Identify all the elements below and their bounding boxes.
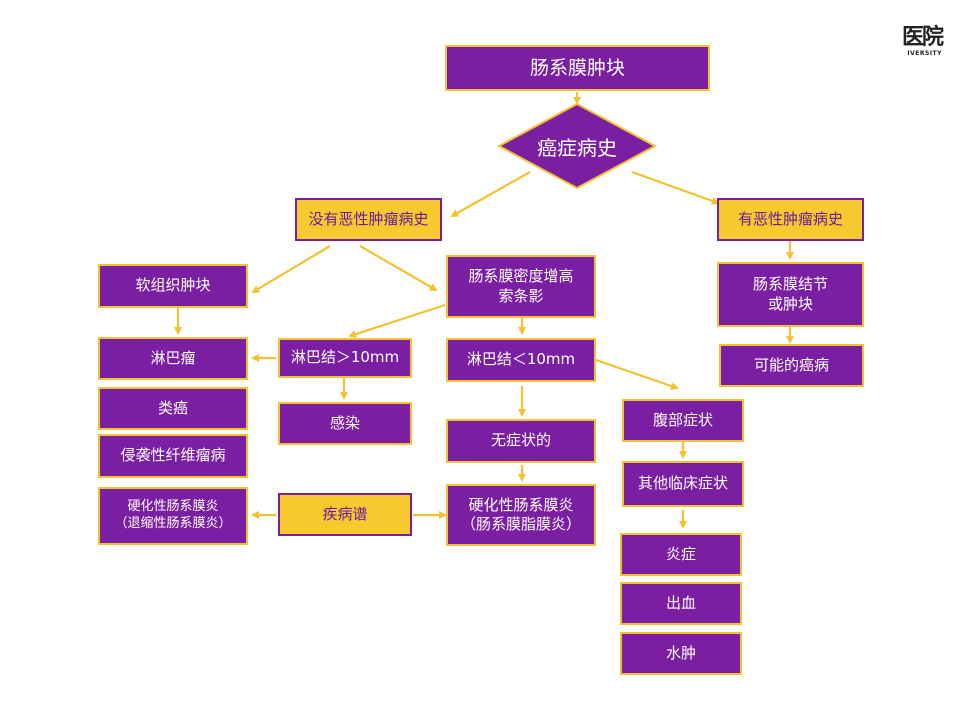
fibromatosis-box: 侵袭性纤维瘤病: [98, 434, 248, 478]
other-clinical-box: 其他临床症状: [622, 461, 744, 507]
logo-mark: 医院: [901, 24, 944, 50]
soft-tissue-box: 软组织肿块: [98, 264, 248, 308]
abdominal-symptoms-box: 腹部症状: [622, 399, 744, 442]
node-gt10-box: 淋巴结＞10mm: [278, 338, 412, 378]
asymptomatic-box: 无症状的: [446, 419, 596, 463]
sclerosing-panniculitis-box: 硬化性肠系膜炎 （肠系膜脂膜炎）: [446, 484, 596, 546]
decision-diamond: [496, 102, 658, 190]
nodule-box: 肠系膜结节 或肿块: [717, 262, 864, 327]
spectrum-box: 疾病谱: [278, 493, 412, 536]
logo-subtext: IVERSITY: [907, 50, 942, 57]
carcinoid-box: 类癌: [98, 387, 248, 430]
sclerosing-retractile-box: 硬化性肠系膜炎 （退缩性肠系膜炎）: [98, 487, 248, 545]
possible-cancer-box: 可能的癌病: [719, 344, 864, 387]
has-history-box: 有恶性肿瘤病史: [717, 198, 864, 241]
university-logo: 医院 IVERSITY: [872, 24, 944, 57]
bleeding-box: 出血: [620, 582, 742, 625]
arrow-no-history-to-density: [359, 245, 438, 292]
arrow-decision-to-no-history: [450, 171, 531, 217]
node-lt10-box: 淋巴结＜10mm: [446, 338, 596, 382]
arrow-density-to-node-gt10: [348, 303, 446, 338]
inflammation-box: 炎症: [620, 533, 742, 576]
no-history-box: 没有恶性肿瘤病史: [295, 198, 442, 241]
title-box: 肠系膜肿块: [445, 45, 710, 91]
arrow-no-history-to-soft-tissue: [251, 245, 331, 294]
density-box: 肠系膜密度增高 索条影: [446, 255, 596, 318]
lymphoma-box: 淋巴瘤: [98, 337, 248, 380]
infection-box: 感染: [278, 402, 412, 445]
decision-label: 癌症病史: [537, 135, 617, 160]
edema-box: 水肿: [620, 632, 742, 675]
arrow-node-lt10-to-abdominal: [595, 358, 679, 390]
arrow-decision-to-has-history: [631, 170, 720, 205]
